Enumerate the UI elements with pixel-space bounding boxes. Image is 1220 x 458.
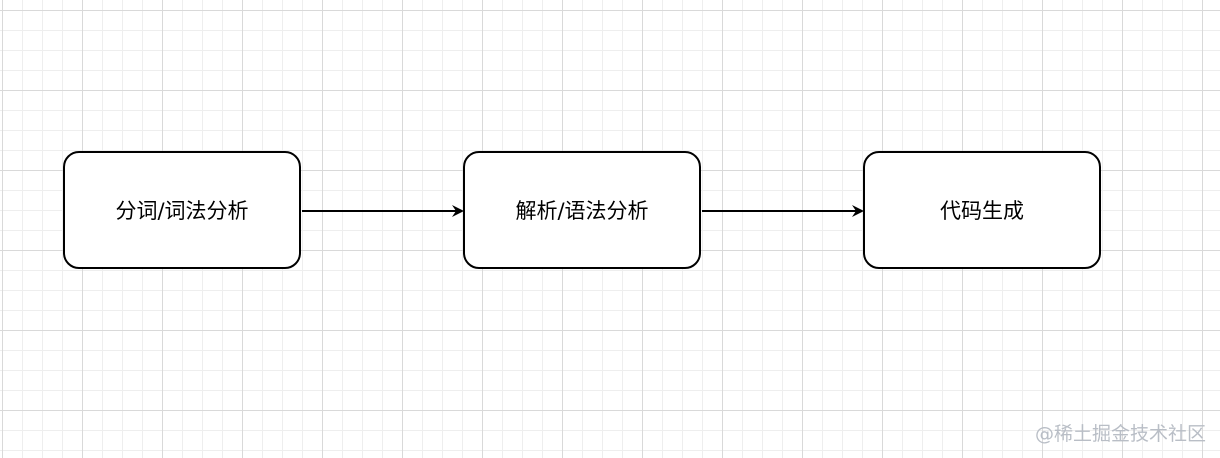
node-parse-syntax-analysis[interactable]: 解析/语法分析: [463, 151, 701, 269]
watermark: @稀土掘金技术社区: [1034, 423, 1206, 445]
node-code-generation[interactable]: 代码生成: [863, 151, 1101, 269]
node-label: 解析/语法分析: [515, 199, 649, 223]
node-tokenize-lexical-analysis[interactable]: 分词/词法分析: [63, 151, 301, 269]
node-label: 代码生成: [940, 199, 1024, 223]
node-label: 分词/词法分析: [115, 199, 249, 223]
